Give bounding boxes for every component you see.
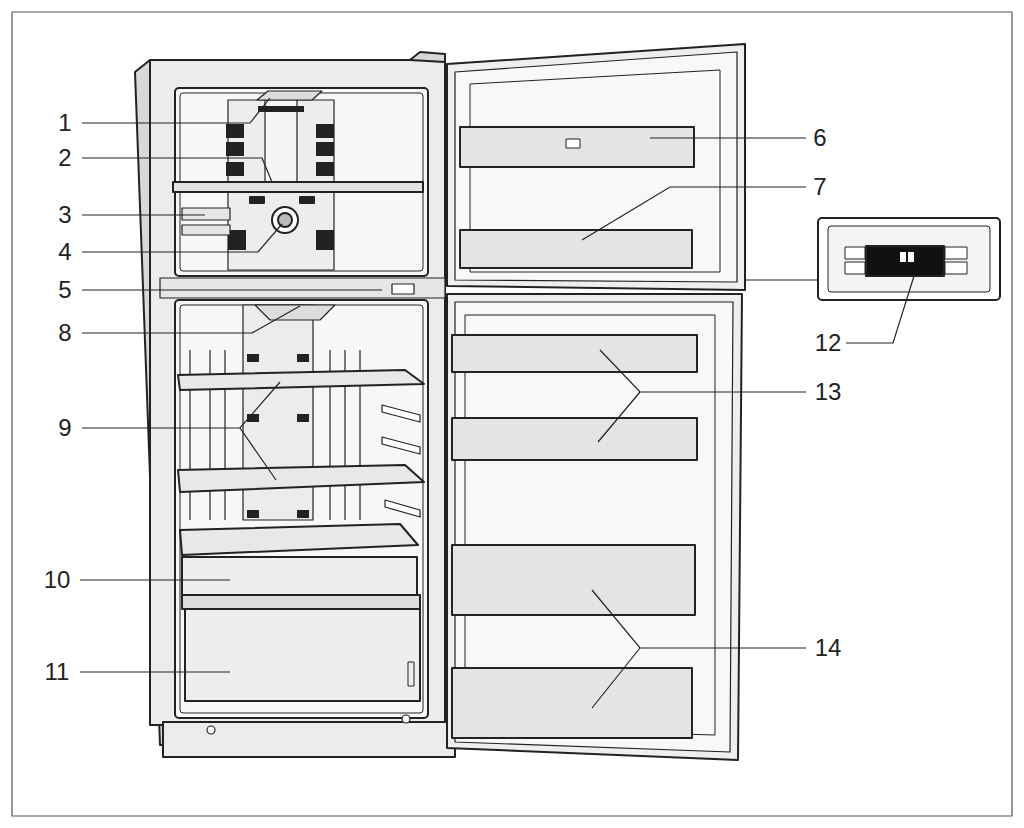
callout-number: 3 — [56, 203, 73, 227]
callout-number: 7 — [811, 175, 828, 199]
callout-number: 13 — [813, 380, 844, 404]
callout-number: 14 — [813, 636, 844, 660]
callout-number: 11 — [43, 660, 72, 684]
callout-number: 8 — [56, 321, 73, 345]
callout-number: 12 — [813, 331, 844, 355]
callout-number: 5 — [56, 278, 73, 302]
callout-number: 4 — [56, 240, 73, 264]
callout-number: 9 — [56, 416, 73, 440]
callout-number: 2 — [56, 146, 73, 170]
callout-number: 6 — [811, 126, 828, 150]
callout-number: 1 — [56, 111, 73, 135]
callout-number: 10 — [42, 568, 73, 592]
